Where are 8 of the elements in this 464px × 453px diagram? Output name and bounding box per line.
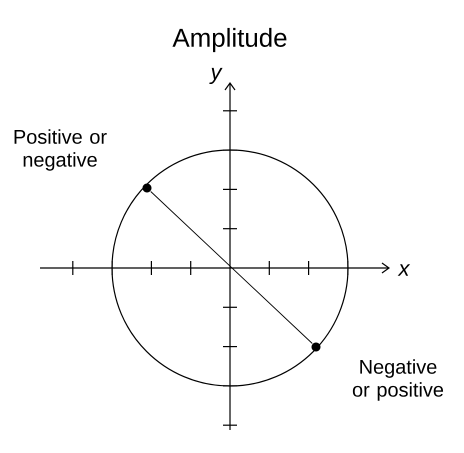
axis-label: x xyxy=(398,264,410,276)
title: Amplitude xyxy=(172,28,286,52)
point-label: Positive or negative xyxy=(14,129,107,171)
diameter-line xyxy=(150,191,313,344)
dot xyxy=(142,184,152,192)
axis-label: y xyxy=(209,68,223,84)
dot xyxy=(312,342,320,352)
point-label: Negative or positive xyxy=(352,359,444,401)
